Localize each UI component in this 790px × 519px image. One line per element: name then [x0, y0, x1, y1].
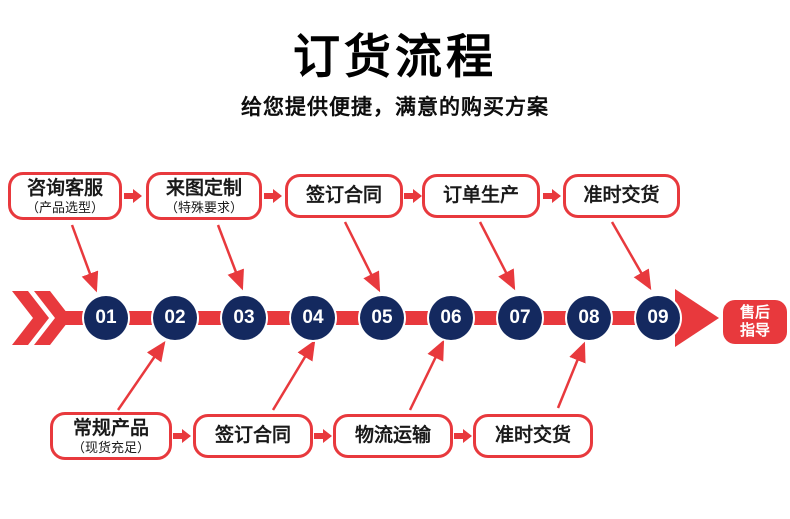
- after-sales-line2: 指导: [739, 322, 770, 339]
- flow-box-label: 签订合同: [214, 425, 291, 446]
- flow-box-label: 准时交货: [494, 425, 571, 446]
- flow-box-logistics: 物流运输: [333, 414, 453, 458]
- flow-box-label: 咨询客服: [26, 177, 103, 199]
- flow-box-sublabel: （特殊要求）: [164, 199, 243, 215]
- diagonal-arrow: [556, 341, 586, 409]
- flow-box-sign-contract-bottom: 签订合同: [193, 414, 313, 458]
- flow-box-label: 准时交货: [583, 185, 660, 206]
- flow-box-sign-contract-top: 签订合同: [285, 174, 403, 218]
- flow-box-label: 订单生产: [442, 185, 519, 206]
- flow-box-label: 物流运输: [354, 425, 431, 446]
- flow-box-sublabel: （现货充足）: [71, 439, 150, 455]
- timeline-end-arrow-icon: [675, 289, 719, 347]
- diagonal-arrow: [408, 339, 445, 411]
- flow-box-label: 来图定制: [165, 177, 242, 199]
- flow-box-regular-product: 常规产品 （现货充足）: [50, 412, 172, 460]
- after-sales-line1: 售后: [739, 304, 770, 321]
- right-arrow-icon: [404, 189, 422, 203]
- after-sales-guidance-badge: 售后 指导: [723, 300, 787, 344]
- diagonal-arrow: [610, 221, 652, 291]
- right-arrow-icon: [543, 189, 561, 203]
- diagonal-arrow: [343, 221, 381, 293]
- step-circle-07: 07: [498, 296, 542, 340]
- step-circle-09: 09: [636, 296, 680, 340]
- right-arrow-icon: [173, 429, 191, 443]
- flow-box-custom-drawing: 来图定制 （特殊要求）: [146, 172, 262, 220]
- flow-box-ontime-delivery-bottom: 准时交货: [473, 414, 593, 458]
- flow-box-consult-service: 咨询客服 （产品选型）: [8, 172, 122, 220]
- step-circle-06: 06: [429, 296, 473, 340]
- diagonal-arrow: [70, 224, 99, 293]
- step-circle-04: 04: [291, 296, 335, 340]
- right-arrow-icon: [314, 429, 332, 443]
- right-arrow-icon: [264, 189, 282, 203]
- diagonal-arrow: [216, 224, 244, 291]
- step-circle-05: 05: [360, 296, 404, 340]
- flow-box-label: 常规产品: [72, 417, 149, 439]
- diagonal-arrow: [478, 221, 516, 291]
- step-circle-08: 08: [567, 296, 611, 340]
- flow-box-ontime-delivery-top: 准时交货: [563, 174, 680, 218]
- flow-box-sublabel: （产品选型）: [25, 199, 104, 215]
- chevron-right-icon: [12, 291, 49, 345]
- step-circle-01: 01: [84, 296, 128, 340]
- page-title: 订货流程: [293, 30, 497, 83]
- step-circle-03: 03: [222, 296, 266, 340]
- flow-box-label: 签订合同: [305, 185, 382, 206]
- right-arrow-icon: [454, 429, 472, 443]
- right-arrow-icon: [124, 189, 142, 203]
- diagonal-arrow: [116, 340, 166, 411]
- step-circle-02: 02: [153, 296, 197, 340]
- flow-box-order-production: 订单生产: [422, 174, 540, 218]
- page-subtitle: 给您提供便捷，满意的购买方案: [241, 96, 549, 119]
- diagonal-arrow: [271, 339, 316, 411]
